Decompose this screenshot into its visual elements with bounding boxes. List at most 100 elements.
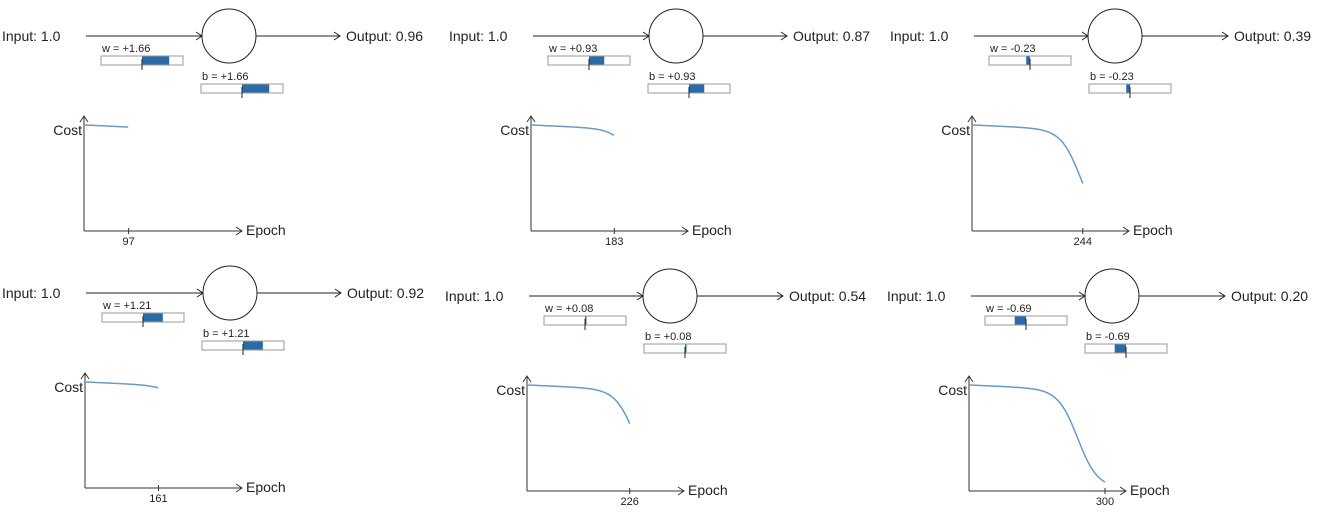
cost-axis-label: Cost [500,122,529,138]
bias-slider[interactable] [647,83,731,98]
epoch-axis-label: Epoch [246,479,286,495]
output-label: Output: 0.96 [346,28,423,44]
epoch-axis-label: Epoch [246,222,286,238]
cost-axis-arrowhead-icon [80,372,90,380]
bias-slider[interactable] [201,340,285,355]
weight-slider[interactable] [547,55,631,70]
epoch-axis-label: Epoch [1133,222,1173,238]
input-label: Input: 1.0 [449,28,508,44]
bias-label: b = +1.66 [202,71,249,83]
bias-slider[interactable] [1088,83,1172,98]
neuron-node [642,268,698,324]
weight-slider[interactable] [100,55,184,70]
panel-2: Input: 1.0 Output: 0.87 w = +0.93 b = +0.93… [449,8,870,248]
neuron-node [202,265,258,321]
output-arrowhead-icon [334,288,342,298]
neuron-node [1084,268,1140,324]
cost-axis-label: Cost [53,122,82,138]
cost-curve [970,384,1106,483]
neuron-node [201,8,257,64]
cost-axis-arrowhead-icon [522,375,532,383]
output-arrowhead-icon [1218,291,1226,301]
cost-axis-label: Cost [938,382,967,398]
epoch-value: 183 [605,236,623,248]
weight-slider-fill [589,56,605,65]
output-label: Output: 0.92 [347,285,424,301]
bias-label: b = +1.21 [203,328,250,340]
weight-slider[interactable] [543,315,627,330]
weight-label: w = +1.66 [101,43,150,55]
weight-slider-fill [143,313,163,322]
output-arrowhead-icon [333,31,341,41]
output-arrowhead-icon [1221,31,1229,41]
weight-slider-fill [585,316,587,325]
input-label: Input: 1.0 [890,28,949,44]
input-label: Input: 1.0 [887,288,946,304]
epoch-axis-arrowhead-icon [677,486,685,496]
bias-slider[interactable] [643,343,727,358]
output-label: Output: 0.87 [793,28,870,44]
weight-label: w = +0.93 [548,43,597,55]
output-arrowhead-icon [776,291,784,301]
cost-axis-arrowhead-icon [964,375,974,383]
output-label: Output: 0.39 [1234,28,1311,44]
bias-label: b = -0.23 [1090,71,1134,83]
bias-slider-fill [685,344,687,353]
weight-label: w = +0.08 [544,303,593,315]
cost-curve [86,381,159,389]
bias-slider-fill [1126,84,1130,93]
cost-axis-label: Cost [54,379,83,395]
panel-4: Input: 1.0 Output: 0.92 w = +1.21 b = +1.21… [2,265,424,505]
panel-3: Input: 1.0 Output: 0.39 w = -0.23 b = -0.23… [890,8,1311,248]
cost-axis-arrowhead-icon [79,115,89,123]
weight-slider[interactable] [101,312,185,327]
neuron-node [1087,8,1143,64]
cost-axis-label: Cost [941,122,970,138]
epoch-axis-label: Epoch [688,482,728,498]
cost-curve [532,124,615,137]
epoch-value: 226 [621,496,639,508]
epoch-value: 97 [123,236,135,248]
epoch-axis-label: Epoch [692,222,732,238]
epoch-axis-arrowhead-icon [235,226,243,236]
epoch-axis-arrowhead-icon [681,226,689,236]
panel-1: Input: 1.0 Output: 0.96 w = +1.66 b = +1.66… [2,8,423,248]
epoch-axis-label: Epoch [1130,482,1170,498]
input-label: Input: 1.0 [2,285,61,301]
cost-axis-label: Cost [496,382,525,398]
weight-slider-fill [1014,316,1026,325]
epoch-value: 244 [1074,236,1092,248]
weight-slider[interactable] [984,315,1068,330]
bias-label: b = +0.93 [649,71,696,83]
output-label: Output: 0.54 [789,288,866,304]
bias-slider[interactable] [1084,343,1168,358]
input-label: Input: 1.0 [2,28,61,44]
weight-slider[interactable] [988,55,1072,70]
cost-axis-arrowhead-icon [526,115,536,123]
bias-slider[interactable] [200,83,284,98]
weight-slider-fill [1026,56,1030,65]
bias-label: b = -0.69 [1086,331,1130,343]
input-label: Input: 1.0 [445,288,504,304]
weight-slider-fill [142,56,170,65]
weight-label: w = -0.69 [985,303,1032,315]
panel-5: Input: 1.0 Output: 0.54 w = +0.08 b = +0.08… [445,268,866,508]
output-arrowhead-icon [780,31,788,41]
epoch-axis-arrowhead-icon [1122,226,1130,236]
bias-slider-fill [243,341,263,350]
bias-label: b = +0.08 [645,331,692,343]
weight-label: w = +1.21 [102,300,151,312]
neuron-node [648,8,704,64]
bias-slider-fill [1114,344,1126,353]
bias-slider-fill [242,84,270,93]
epoch-value: 161 [149,493,167,505]
epoch-axis-arrowhead-icon [235,483,243,493]
epoch-axis-arrowhead-icon [1119,486,1127,496]
cost-curve [973,124,1084,184]
weight-label: w = -0.23 [989,43,1036,55]
panel-6: Input: 1.0 Output: 0.20 w = -0.69 b = -0.69… [887,268,1308,508]
epoch-value: 300 [1096,496,1114,508]
output-label: Output: 0.20 [1231,288,1308,304]
cost-curve [528,384,631,425]
